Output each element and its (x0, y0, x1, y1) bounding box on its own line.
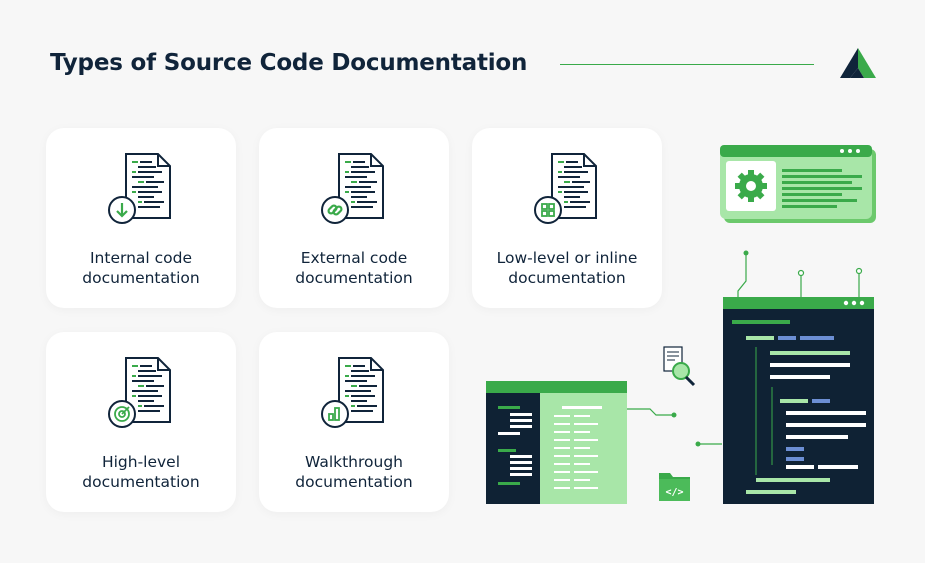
card-label-line2: documentation (508, 269, 626, 287)
card-label-line2: documentation (295, 269, 413, 287)
code-illustration: </> (486, 145, 876, 504)
magnifier-icon (663, 346, 696, 387)
document-icon (108, 153, 171, 224)
card-internal-code: Internal code documentation (46, 128, 236, 308)
card-external-code: External code documentation (259, 128, 449, 308)
brand-logo (840, 48, 876, 78)
target-icon (114, 406, 130, 422)
svg-text:</>: </> (665, 487, 683, 498)
card-label-line2: documentation (82, 269, 200, 287)
grid-icon (541, 203, 555, 217)
code-folder-icon: </> (659, 473, 690, 501)
card-label-line2: documentation (82, 473, 200, 491)
document-icon (534, 153, 597, 224)
document-icon (321, 153, 384, 224)
chart-icon (328, 407, 340, 421)
card-label-line1: Internal code (89, 249, 193, 267)
card-label-line1: High-level (101, 453, 181, 471)
document-icon (321, 357, 384, 428)
split-code-window (486, 381, 627, 504)
card-label-line1: Walkthrough (304, 453, 404, 471)
card-label-line1: Low-level or inline (496, 249, 638, 267)
card-walkthrough: Walkthrough documentation (259, 332, 449, 512)
gear-icon (735, 170, 767, 202)
card-low-level-inline: Low-level or inline documentation (472, 128, 662, 308)
card-label-line2: documentation (295, 473, 413, 491)
card-label-line1: External code (300, 249, 408, 267)
document-icon (108, 357, 171, 428)
card-high-level: High-level documentation (46, 332, 236, 512)
page-title: Types of Source Code Documentation (50, 50, 528, 76)
code-editor-window (723, 297, 874, 504)
settings-window (720, 145, 876, 223)
download-arrow-icon (116, 203, 128, 218)
title-divider (560, 64, 814, 65)
link-icon (327, 204, 343, 216)
